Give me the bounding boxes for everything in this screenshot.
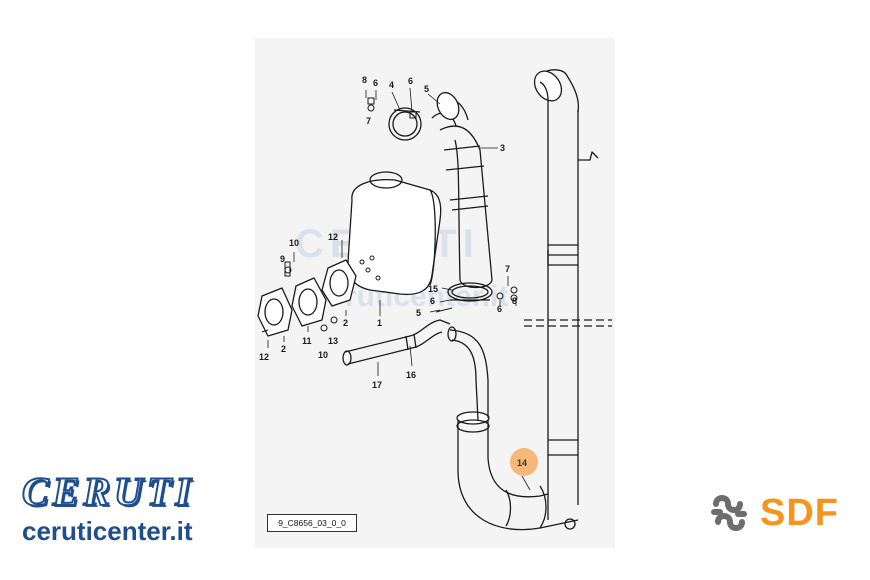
callout-10a: 10 bbox=[289, 238, 299, 248]
callout-9: 9 bbox=[280, 254, 285, 264]
ceruti-url[interactable]: ceruticenter.it bbox=[22, 516, 193, 546]
callout-5b: 5 bbox=[416, 308, 421, 318]
upper-pipe bbox=[431, 91, 493, 289]
callout-13: 13 bbox=[328, 336, 338, 346]
callout-14[interactable]: 14 bbox=[517, 458, 527, 468]
callout-7a: 7 bbox=[366, 116, 371, 126]
callout-3: 3 bbox=[500, 143, 505, 153]
sdf-brand: SDF bbox=[706, 490, 839, 536]
callout-17: 17 bbox=[372, 380, 382, 390]
ceruti-brand[interactable]: CERUTI ceruticenter.it bbox=[21, 469, 262, 547]
callout-6d: 6 bbox=[497, 304, 502, 314]
callout-12a: 12 bbox=[328, 232, 338, 242]
sdf-text: SDF bbox=[760, 491, 839, 534]
callout-5a: 5 bbox=[424, 84, 429, 94]
callout-6c: 6 bbox=[430, 296, 435, 306]
clamp-lower bbox=[447, 282, 493, 302]
connecting-pipe bbox=[447, 326, 489, 421]
tailpipe bbox=[342, 319, 451, 366]
sdf-logo-icon bbox=[711, 495, 747, 531]
callout-11: 11 bbox=[302, 336, 312, 346]
flange-gaskets bbox=[257, 259, 357, 337]
leader-lines bbox=[267, 87, 531, 491]
callout-6a: 6 bbox=[373, 78, 378, 88]
callout-12b: 12 bbox=[259, 352, 269, 362]
callout-2b: 2 bbox=[281, 344, 286, 354]
highlight-marker bbox=[510, 448, 538, 476]
ceruti-logo: CERUTI bbox=[21, 469, 195, 514]
callout-1: 1 bbox=[377, 318, 382, 328]
callout-8b: 8 bbox=[512, 296, 517, 306]
callout-16: 16 bbox=[406, 370, 416, 380]
callout-10b: 10 bbox=[318, 350, 328, 360]
u-bend-pipe bbox=[456, 411, 579, 531]
hardware bbox=[261, 97, 518, 333]
exhaust-stack bbox=[524, 69, 612, 520]
callout-2a: 2 bbox=[343, 318, 348, 328]
muffler bbox=[347, 171, 442, 296]
callout-numbers: 8 6 7 4 6 5 3 12 10 9 7 15 8 6 6 5 2 1 1… bbox=[259, 75, 527, 468]
callout-8a: 8 bbox=[362, 75, 367, 85]
callout-15: 15 bbox=[428, 284, 438, 294]
callout-7b: 7 bbox=[505, 264, 510, 274]
callout-6b: 6 bbox=[408, 76, 413, 86]
callout-4: 4 bbox=[389, 80, 394, 90]
diagram-code: 9_C8656_03_0_0 bbox=[267, 514, 357, 532]
